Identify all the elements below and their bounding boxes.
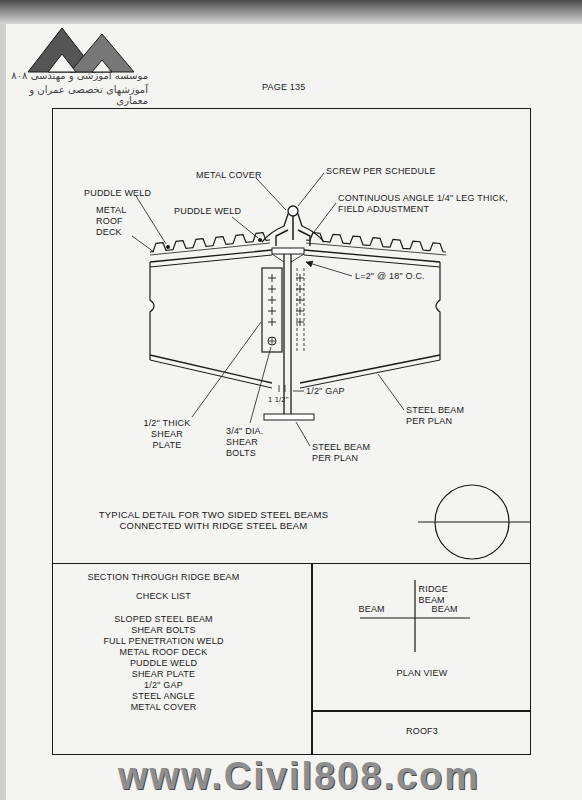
arrowhead	[306, 261, 313, 267]
callout: 1/2" THICK SHEAR PLATE	[138, 418, 196, 451]
logo-mountain	[70, 34, 134, 72]
bolt-mark	[272, 338, 273, 344]
node-text: SHEAR BOLTS	[53, 625, 275, 636]
callout: CONTINUOUS ANGLE 1/4" LEG THICK, FIELD A…	[338, 193, 526, 215]
weld	[272, 254, 304, 262]
screw-head	[288, 206, 298, 216]
bolt-mark	[272, 285, 273, 293]
plan-ridge-beam-line	[414, 580, 415, 652]
sloped-steel-beam	[150, 355, 272, 383]
callout: STEEL BEAM PER PLAN	[312, 442, 374, 464]
node-text: 1/2" GAP	[53, 680, 275, 691]
shear-bolt	[268, 337, 276, 345]
node-heading: ROOF3	[313, 726, 532, 737]
shear-plate	[262, 268, 282, 352]
bolt-mark	[300, 285, 301, 293]
callout: METAL ROOF DECK	[96, 205, 132, 238]
metal-roof-deck	[306, 243, 446, 255]
callout: 1/2" GAP	[306, 386, 361, 397]
callout: STEEL BEAM PER PLAN	[406, 405, 468, 427]
checklist-box: SECTION THROUGH RIDGE BEAM CHECK LIST SLOP…	[52, 563, 312, 755]
plan-beam-line	[360, 617, 470, 618]
node-text: CHECK LIST	[53, 591, 275, 602]
metal-roof-deck	[150, 243, 270, 255]
leader-line	[306, 262, 352, 276]
break-line	[436, 262, 440, 360]
node-text: BEAM	[359, 604, 393, 615]
leader-line	[132, 236, 154, 252]
node-text: PUDDLE WELD	[53, 658, 275, 669]
callout: SCREW PER SCHEDULE	[326, 166, 456, 177]
node-heading: TYPICAL DETAIL FOR TWO SIDED STEEL BEAMS…	[81, 509, 346, 531]
sloped-steel-beam	[150, 360, 272, 388]
bolt-mark	[272, 274, 273, 282]
hidden-plate	[304, 268, 305, 352]
puddle-weld	[166, 245, 170, 249]
node-text: SLOPED STEEL BEAM	[53, 614, 275, 625]
watermark: www.Civil808.com	[84, 756, 514, 798]
callout: PUDDLE WELD	[84, 188, 164, 199]
dimension: 1 1/2"	[268, 394, 294, 405]
section-line	[418, 521, 531, 522]
node-heading: SECTION THROUGH RIDGE BEAM	[53, 572, 275, 583]
bolt-mark	[272, 296, 273, 304]
sloped-steel-beam	[304, 255, 440, 267]
break-line	[150, 262, 154, 360]
screw	[292, 216, 294, 240]
ridge-beam-bottom-flange	[264, 414, 314, 420]
ridge-beam-web	[290, 254, 291, 414]
node-text: METAL ROOF DECK	[53, 647, 275, 658]
leader-line	[136, 196, 166, 244]
node-text: FULL PENETRATION WELD	[53, 636, 275, 647]
sloped-steel-beam	[150, 250, 272, 262]
leader-line	[250, 347, 271, 423]
leader-line	[296, 422, 310, 446]
bolt-mark	[300, 307, 301, 315]
node-text: METAL COVER	[53, 702, 275, 713]
logo-mountain-inner	[48, 54, 76, 72]
logo-text: آموزشهای تخصصی عمران و معماری	[6, 84, 148, 106]
callout: METAL COVER	[196, 170, 271, 181]
node-text: BEAM	[432, 604, 466, 615]
node-text: PLAN VIEW	[313, 668, 532, 679]
dimension-tick	[279, 385, 280, 392]
bolt-mark	[300, 274, 301, 282]
plan-view-box: RIDGE BEAMBEAMBEAMPLAN VIEW	[312, 563, 531, 711]
bolt-mark	[272, 318, 273, 326]
ridge-beam-top-flange	[272, 248, 304, 254]
leader-line	[293, 391, 304, 392]
sloped-steel-beam	[304, 250, 440, 262]
sloped-steel-beam	[300, 355, 440, 383]
node-heading: RIDGE BEAM	[419, 584, 459, 606]
hidden-plate	[297, 268, 298, 352]
logo-text: موسسه آموزشی و مهندسی ۸۰۸	[6, 70, 148, 81]
leader-line	[232, 217, 258, 238]
leader-line	[311, 203, 336, 236]
callout: PUDDLE WELD	[174, 206, 244, 217]
sheet-number-box: ROOF3	[312, 711, 531, 755]
top-shadow-band	[0, 0, 582, 24]
leader-line	[378, 374, 404, 410]
leader-line	[298, 173, 324, 206]
left-shadow-band	[0, 24, 6, 800]
node-text: SHEAR PLATE	[53, 669, 275, 680]
bolt-mark	[300, 296, 301, 304]
dimension-tick	[285, 385, 286, 392]
ridge-beam-web	[283, 254, 284, 414]
callout: 3/4" DIA. SHEAR BOLTS	[226, 426, 276, 459]
bolt-mark	[272, 307, 273, 315]
dimension: L=2" @ 18" O.C.	[355, 271, 450, 282]
leader-line	[192, 322, 261, 417]
sloped-steel-beam	[150, 255, 272, 267]
sloped-steel-beam	[300, 360, 440, 388]
puddle-weld	[258, 238, 262, 242]
node-text: STEEL ANGLE	[53, 691, 275, 702]
page-number: PAGE 135	[262, 82, 332, 93]
leader-line	[256, 178, 286, 210]
bolt-mark	[300, 318, 301, 326]
